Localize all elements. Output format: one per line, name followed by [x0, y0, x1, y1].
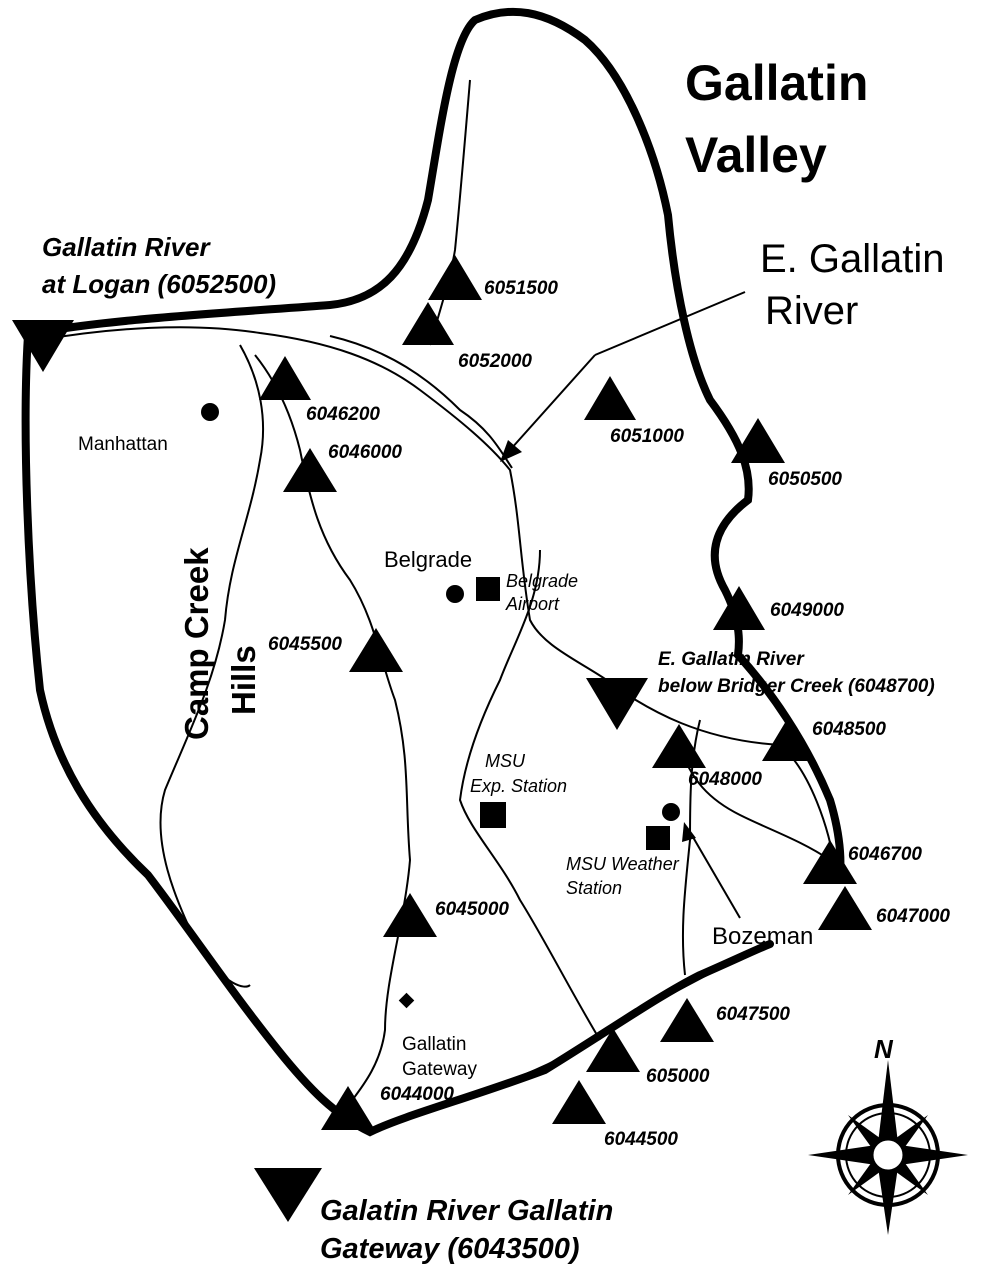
gauge-labels: 6051500 6052000 6046200 6046000 6051000 … [268, 278, 950, 1150]
gauge-6046200-triangle [259, 356, 311, 400]
gauge-label-605000: 605000 [646, 1066, 710, 1087]
gauge-6048700-down-triangle [586, 678, 648, 730]
gauge-6047000-triangle [818, 886, 872, 930]
gauge-label-6050500: 6050500 [768, 469, 842, 490]
gauge-6043500-down-triangle [254, 1168, 322, 1222]
msu-exp-station-marker [480, 802, 506, 828]
creek-6046200 [159, 344, 265, 988]
hills-label-line-2: Hills [225, 645, 262, 715]
town-manhattan: Manhattan [78, 434, 168, 455]
compass-rose-icon [808, 1060, 968, 1235]
station-belgrade-airport-line-2: Airport [505, 594, 560, 614]
north-creek [429, 79, 471, 346]
stream-network [39, 79, 836, 1111]
basin-boundary-north [24, 7, 845, 884]
outlet-logan-line-1: Gallatin River [42, 232, 211, 262]
gauge-label-6044000: 6044000 [380, 1084, 454, 1105]
gauge-label-6046200: 6046200 [306, 404, 380, 425]
manhattan-dot [201, 403, 219, 421]
compass-north-label: N [874, 1034, 894, 1064]
gauge-label-6047500: 6047500 [716, 1004, 790, 1025]
gauge-6048000-triangle [652, 724, 706, 768]
gauge-6048500-triangle [762, 716, 816, 761]
belgrade-airport-marker [476, 577, 500, 601]
bridger-creek-label-line-2: below Bridger Creek (6048700) [658, 676, 935, 697]
town-gallatin-gateway-line-1: Gallatin [402, 1034, 466, 1055]
town-belgrade: Belgrade [384, 547, 472, 572]
east-gallatin-arrow [594, 291, 746, 356]
gauge-6051500-triangle [428, 255, 482, 300]
gauge-6047500-triangle [660, 998, 714, 1042]
gauge-label-6048500: 6048500 [812, 719, 886, 740]
gauge-6046700-triangle [803, 840, 857, 884]
gauge-label-6049000: 6049000 [770, 600, 844, 621]
bozeman-dot [662, 803, 680, 821]
gauge-6051000-triangle [584, 376, 636, 420]
gallatin-main-stem [39, 326, 836, 871]
bridger-creek-label-line-1: E. Gallatin River [658, 649, 805, 670]
gauge-label-6052000: 6052000 [458, 351, 532, 372]
east-gallatin-trib [329, 335, 513, 469]
gauge-label-6045000: 6045000 [435, 899, 509, 920]
gauge-label-6051500: 6051500 [484, 278, 558, 299]
gallatin-river-south [368, 947, 757, 1135]
msu-weather-station-marker [646, 826, 670, 850]
gauge-6046000-triangle [283, 448, 337, 492]
creek-middle [458, 549, 601, 1041]
gauge-label-6046000: 6046000 [328, 442, 402, 463]
gauge-label-6045500: 6045500 [268, 634, 342, 655]
gauge-6052000-triangle [402, 302, 454, 345]
outlet-gateway-line-1: Galatin River Gallatin [320, 1195, 613, 1227]
gauge-label-6044500: 6044500 [604, 1129, 678, 1150]
bozeman-arrow [689, 831, 741, 919]
gauge-label-6051000: 6051000 [610, 426, 684, 447]
map-title-line-1: Gallatin [685, 55, 868, 111]
creek-6048000 [679, 744, 831, 861]
map-title-line-2: Valley [685, 127, 827, 183]
gauge-6050500-triangle [731, 418, 785, 463]
gauge-logan-down-triangle [12, 320, 74, 372]
town-gallatin-gateway-line-2: Gateway [402, 1059, 477, 1080]
station-msu-weather-line-2: Station [566, 878, 622, 898]
outlet-logan-line-2: at Logan (6052500) [42, 269, 276, 299]
creek-6046000 [254, 354, 412, 1111]
station-msu-exp-line-1: MSU [485, 751, 526, 771]
hills-label-line-1: Camp Creek [178, 547, 215, 740]
gauge-6044500-triangle [552, 1080, 606, 1124]
station-msu-weather-line-1: MSU Weather [566, 854, 680, 874]
east-gallatin-label-line-1: E. Gallatin [760, 237, 945, 281]
gallatin-gateway-marker [398, 992, 415, 1009]
east-gallatin-label-line-2: River [765, 289, 858, 333]
gauge-6045500-triangle [349, 628, 403, 672]
station-belgrade-airport-line-1: Belgrade [506, 571, 578, 591]
gauge-6044000-triangle [321, 1086, 375, 1130]
gauge-6049000-triangle [713, 586, 765, 630]
gauge-605000-triangle [586, 1028, 640, 1072]
belgrade-dot [446, 585, 464, 603]
gauge-label-6048000: 6048000 [688, 769, 762, 790]
gauge-label-6046700: 6046700 [848, 844, 922, 865]
outlet-gateway-line-2: Gateway (6043500) [320, 1233, 580, 1265]
east-gallatin-arrow-shaft [509, 354, 596, 451]
stream-gauges [259, 255, 872, 1130]
town-bozeman: Bozeman [712, 923, 813, 950]
bozeman-arrow-head [682, 822, 696, 842]
gauge-6045000-triangle [383, 893, 437, 937]
gauge-label-6047000: 6047000 [876, 906, 950, 927]
station-msu-exp-line-2: Exp. Station [470, 776, 567, 796]
east-gallatin-arrow-head [500, 440, 522, 462]
